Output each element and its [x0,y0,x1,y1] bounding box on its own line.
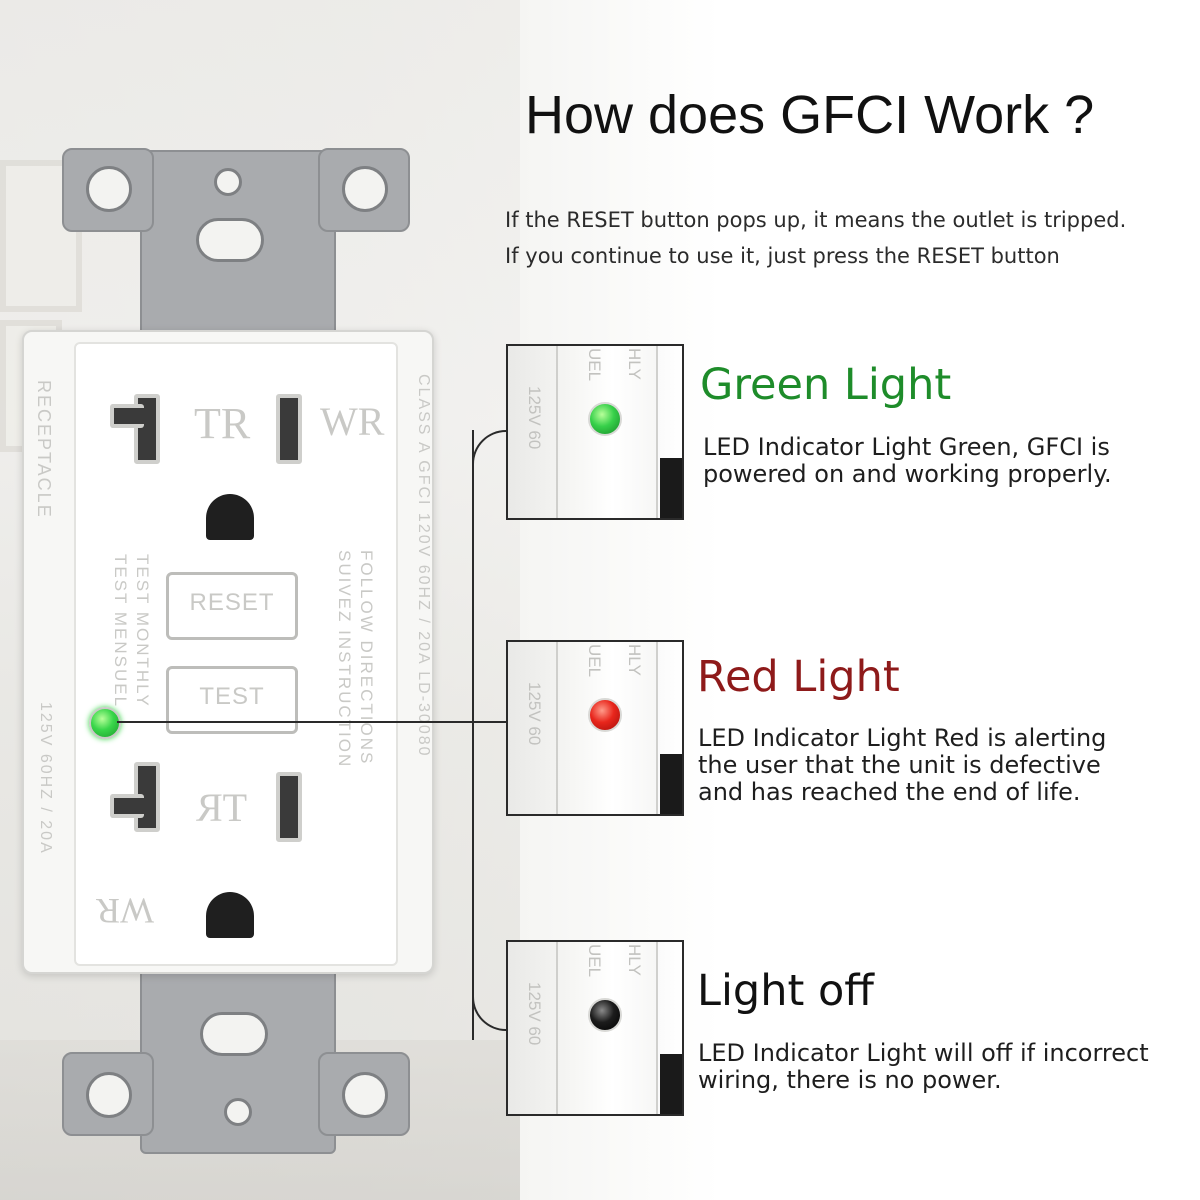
ground-hole-icon [206,892,254,938]
screw-hole-icon [214,168,242,196]
connector-line-middle [472,721,508,723]
follow-directions-label: FOLLOW DIRECTIONS [357,550,376,766]
thumbnail-divider [516,642,558,814]
state-text-red-line-1: LED Indicator Light Red is alerting [698,724,1107,752]
wr-mark-top: WR [320,399,385,444]
background-picture-frame [0,160,82,312]
thumbnail-green-light: 125V 60 UEL HLY [506,344,684,520]
thumbnail-label: HLY [625,348,644,380]
thumbnail-divider [516,346,558,518]
state-text-green-line-2: powered on and working properly. [703,460,1112,488]
tr-mark-top: TR [194,399,251,448]
state-text-off-line-1: LED Indicator Light will off if incorrec… [698,1039,1149,1067]
thumbnail-dark-block [660,1054,682,1114]
reset-button-label: RESET [189,589,275,616]
t-slot-icon [110,794,144,818]
intro-line-2: If you continue to use it, just press th… [505,244,1060,268]
thumbnail-rating-label: 125V 60 [525,386,544,450]
thumbnail-label: HLY [625,944,644,976]
rating-label-left: 125V 60HZ / 20A [37,702,54,855]
receptacle-label: RECEPTACLE [34,380,54,519]
thumbnail-red-light: 125V 60 UEL HLY [506,640,684,816]
thumbnail-label: UEL [585,944,604,978]
tr-mark-bottom: TR [196,785,248,830]
state-text-red-line-3: and has reached the end of life. [698,778,1081,806]
state-text-red-line-2: the user that the unit is defective [698,751,1101,779]
strap-ear-top-right [318,148,410,232]
thumbnail-dark-block [660,458,682,518]
wr-mark-bottom: WR [96,891,154,931]
connector-line [472,430,474,1040]
thumbnail-light-off: 125V 60 UEL HLY [506,940,684,1116]
thumbnail-label: UEL [585,644,604,678]
ground-hole-icon [206,494,254,540]
rating-label-right: CLASS A GFCI 120V 60HZ / 20A LD-30080 [415,374,432,758]
thumbnail-label: HLY [625,644,644,676]
mounting-hole-icon [342,166,388,212]
red-led-icon [588,698,622,732]
green-led-indicator-icon [89,707,121,739]
page-title: How does GFCI Work ? [525,85,1095,145]
thumbnail-label: UEL [585,348,604,382]
receptacle-face: TR WR TEST MONTHLY TEST MENSUEL FOLLOW D… [74,342,432,966]
test-button-label: TEST [199,683,265,710]
mounting-slot-icon [200,1012,268,1056]
reset-button[interactable]: RESET [166,572,298,640]
test-mensuel-label: TEST MENSUEL [111,554,130,709]
mounting-slot-icon [196,218,264,262]
mounting-hole-icon [342,1072,388,1118]
state-heading-off: Light off [697,966,874,1016]
mounting-hole-icon [86,1072,132,1118]
t-slot-icon [110,404,144,428]
thumbnail-divider [516,942,558,1114]
green-led-icon [588,402,622,436]
off-led-icon [588,998,622,1032]
state-heading-red: Red Light [697,652,900,702]
state-text-off-line-2: wiring, there is no power. [698,1066,1002,1094]
intro-line-1: If the RESET button pops up, it means th… [505,208,1127,232]
receptacle-body: RECEPTACLE 125V 60HZ / 20A TR WR TEST MO… [22,330,434,974]
hot-slot-icon [276,394,302,464]
test-monthly-label: TEST MONTHLY [133,554,152,708]
screw-hole-icon [224,1098,252,1126]
hot-slot-icon [276,772,302,842]
state-text-green-line-1: LED Indicator Light Green, GFCI is [703,433,1110,461]
mounting-hole-icon [86,166,132,212]
thumbnail-dark-block [660,754,682,814]
state-heading-green: Green Light [700,360,952,410]
pointer-line [117,721,474,723]
thumbnail-rating-label: 125V 60 [525,682,544,746]
thumbnail-rating-label: 125V 60 [525,982,544,1046]
test-button[interactable]: TEST [166,666,298,734]
suivez-instruction-label: SUIVEZ INSTRUCTION [335,550,354,769]
